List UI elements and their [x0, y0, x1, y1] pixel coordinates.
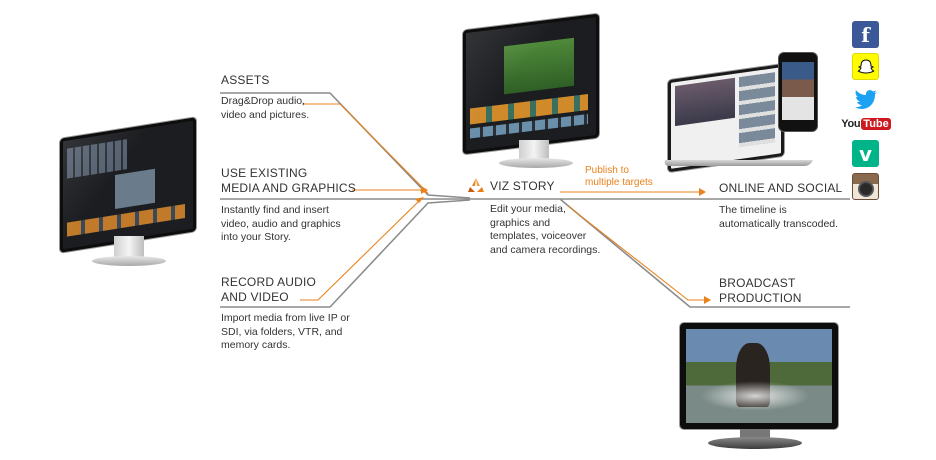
record-description: Import media from live IP or SDI, via fo…: [221, 312, 350, 351]
viz-story-description: Edit your media, graphics and templates,…: [490, 203, 601, 256]
broadcast-arrow: [567, 205, 706, 301]
online-social-title: ONLINE AND SOCIAL: [719, 181, 843, 195]
record-arrowhead: [415, 197, 424, 203]
record-arrow: [300, 199, 421, 301]
broadcast-line: [559, 198, 850, 308]
online-arrowhead: [699, 188, 706, 196]
viz-story-logo-icon: [467, 177, 485, 193]
facebook-icon[interactable]: f: [852, 21, 879, 48]
broadcast-title: BROADCAST PRODUCTION: [719, 276, 802, 305]
broadcast-tv: [676, 323, 838, 457]
existing-media-description: Instantly find and insert video, audio a…: [221, 204, 341, 243]
twitter-icon[interactable]: [852, 85, 879, 112]
publish-label: Publish to multiple targets: [585, 165, 653, 188]
record-line: [220, 199, 471, 308]
existing-media-title: USE EXISTING MEDIA AND GRAPHICS: [221, 166, 356, 195]
vine-icon[interactable]: v: [852, 140, 879, 167]
record-title: RECORD AUDIO AND VIDEO: [221, 275, 317, 304]
assets-arrow: [302, 103, 426, 191]
broadcast-arrowhead: [704, 296, 711, 304]
laptop-and-phone: [662, 50, 834, 173]
instagram-icon[interactable]: [852, 173, 879, 200]
viz-story-title: VIZ STORY: [490, 179, 555, 193]
online-social-description: The timeline is automatically transcoded…: [719, 204, 839, 230]
existing-media-arrowhead: [421, 186, 428, 194]
editing-monitor-center: [455, 13, 605, 168]
assets-title: ASSETS: [221, 73, 270, 87]
assets-description: Drag&Drop audio, video and pictures.: [221, 95, 310, 121]
snapchat-icon[interactable]: [852, 53, 879, 80]
editing-monitor-left: [56, 117, 200, 270]
